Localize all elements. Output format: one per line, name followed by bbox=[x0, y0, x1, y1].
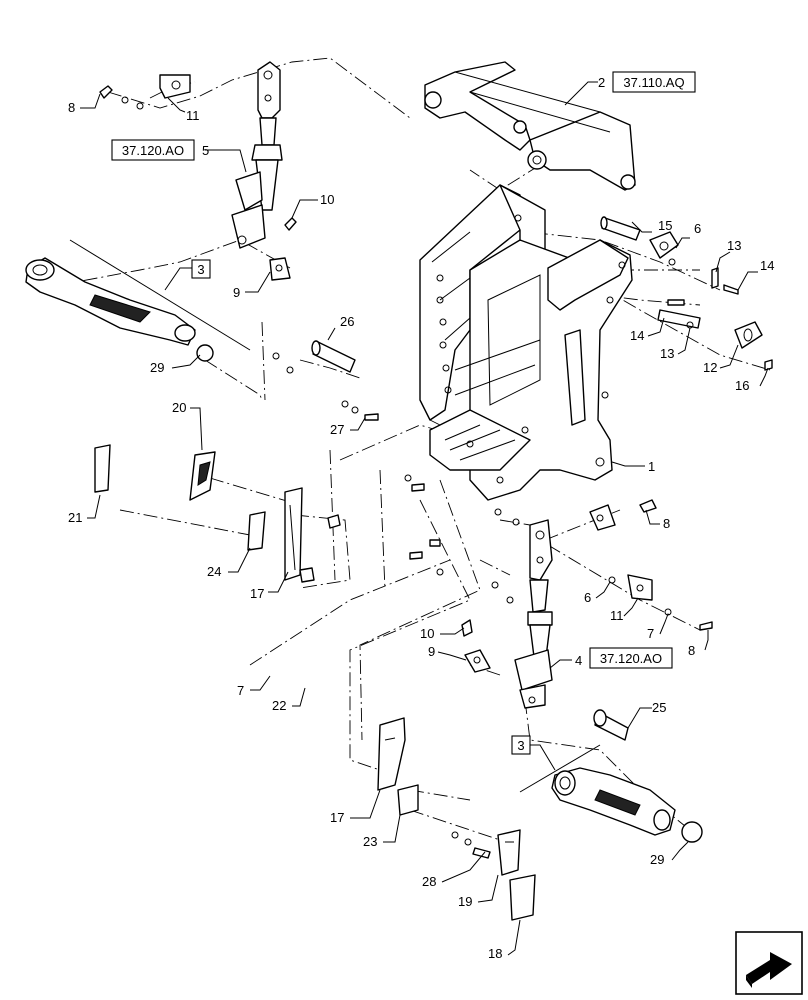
callout-11a: 11 bbox=[186, 108, 200, 123]
callout-26: 26 bbox=[340, 314, 354, 329]
callout-7b: 7 bbox=[647, 626, 654, 641]
callout-29a: 29 bbox=[150, 360, 164, 375]
lift-arm-lower-right bbox=[551, 767, 703, 843]
callout-17a: 17 bbox=[250, 586, 264, 601]
callout-25: 25 bbox=[652, 700, 666, 715]
callout-14a: 14 bbox=[760, 258, 774, 273]
next-page-arrow-icon[interactable] bbox=[735, 931, 803, 995]
callout-16: 16 bbox=[735, 378, 749, 393]
ref-box-lift-arm-upper[interactable]: 3 bbox=[191, 259, 211, 279]
callout-8b: 8 bbox=[663, 516, 670, 531]
upper-frame-part-2 bbox=[424, 61, 636, 191]
callout-6a: 6 bbox=[694, 221, 701, 236]
callout-21: 21 bbox=[68, 510, 82, 525]
ref-box-lift-arm-lower[interactable]: 3 bbox=[511, 735, 531, 755]
callout-7a: 7 bbox=[237, 683, 244, 698]
callout-11b: 11 bbox=[610, 608, 624, 623]
callout-28: 28 bbox=[422, 874, 436, 889]
callout-29b: 29 bbox=[650, 852, 664, 867]
callout-8a: 8 bbox=[68, 100, 75, 115]
callout-23: 23 bbox=[363, 834, 377, 849]
callout-9b: 9 bbox=[428, 644, 435, 659]
ref-box-frame[interactable]: 37.110.AQ bbox=[612, 71, 696, 93]
ref-lift-arm-upper-text: 3 bbox=[197, 262, 204, 277]
hardware-right-upper bbox=[600, 216, 773, 371]
phantom-lines bbox=[59, 57, 771, 841]
pin-part-26 bbox=[272, 340, 379, 421]
callout-20: 20 bbox=[172, 400, 186, 415]
leader-lines bbox=[69, 81, 769, 956]
callout-4: 4 bbox=[575, 653, 582, 668]
callout-13a: 13 bbox=[727, 238, 741, 253]
callout-10a: 10 bbox=[320, 192, 334, 207]
ref-lift-arm-lower-text: 3 bbox=[517, 738, 524, 753]
callout-1: 1 bbox=[648, 459, 655, 474]
hardware-top-left bbox=[99, 74, 297, 281]
callout-6b: 6 bbox=[584, 590, 591, 605]
ref-top-link-upper-text: 37.120.AO bbox=[122, 143, 184, 158]
top-link-upper-part-5 bbox=[231, 61, 283, 249]
ref-box-top-link-lower[interactable]: 37.120.AO bbox=[589, 647, 673, 669]
callout-18: 18 bbox=[488, 946, 502, 961]
callout-numbers: 1 2 4 5 6 6 7 7 8 8 8 9 9 10 10 11 11 12… bbox=[68, 75, 774, 961]
wear-plates-left bbox=[94, 444, 341, 583]
callout-9a: 9 bbox=[233, 285, 240, 300]
ref-box-top-link-upper[interactable]: 37.120.AO bbox=[111, 139, 195, 161]
callout-17b: 17 bbox=[330, 810, 344, 825]
main-frame-part-1 bbox=[419, 184, 633, 501]
callout-19: 19 bbox=[458, 894, 472, 909]
callout-13b: 13 bbox=[660, 346, 674, 361]
callout-27: 27 bbox=[330, 422, 344, 437]
callout-15: 15 bbox=[658, 218, 672, 233]
hardware-mid bbox=[404, 440, 520, 604]
callout-14b: 14 bbox=[630, 328, 644, 343]
callout-8c: 8 bbox=[688, 643, 695, 658]
callout-10b: 10 bbox=[420, 626, 434, 641]
callout-22: 22 bbox=[272, 698, 286, 713]
ref-frame-text: 37.110.AQ bbox=[623, 75, 684, 90]
callout-5: 5 bbox=[202, 143, 209, 158]
ref-top-link-lower-text: 37.120.AO bbox=[600, 651, 662, 666]
callout-2: 2 bbox=[598, 75, 605, 90]
callout-24: 24 bbox=[207, 564, 221, 579]
top-link-lower-part-4 bbox=[461, 499, 713, 709]
callout-12: 12 bbox=[703, 360, 717, 375]
wear-plates-lower bbox=[377, 717, 536, 921]
bushing-part-25 bbox=[593, 709, 629, 741]
lift-arm-upper-left bbox=[25, 257, 214, 362]
